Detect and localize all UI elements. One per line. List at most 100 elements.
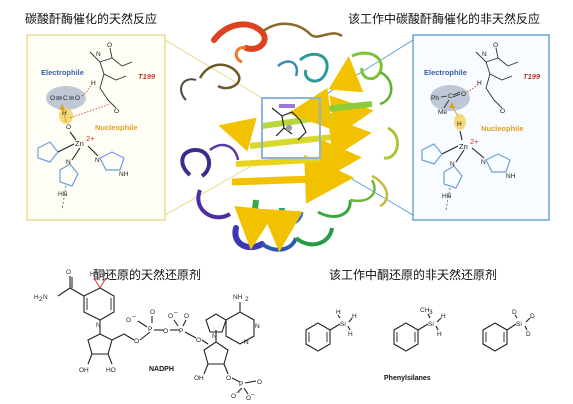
r-imidazole-right: N NH — [471, 147, 516, 180]
title-natural-reaction: 碳酸酐酶催化的天然反应 — [25, 11, 157, 26]
connector-line-right-top — [319, 39, 414, 99]
nad-amide-h2n-sub: 2 — [39, 296, 43, 303]
phenylsilane-sih3: Si H H H — [305, 309, 357, 352]
nad-adenine-nh2-sub: 2 — [245, 296, 249, 303]
nad-ribose2-o: O — [226, 375, 231, 382]
r-electrophile-label: Electrophile — [424, 68, 467, 77]
ribose-2 — [203, 341, 229, 365]
phenylsilanes-label: Phenylsilanes — [384, 375, 431, 382]
nad-p1: P — [148, 326, 152, 333]
imidazole-left — [37, 141, 75, 163]
substrate-me: Me — [438, 109, 447, 116]
substrate-ph: Ph — [431, 95, 439, 102]
nad-p3-minus-1: – — [236, 389, 240, 396]
nucleophile-label: Nucleophile — [95, 123, 138, 132]
atom-nh-im-right: NH — [119, 171, 129, 178]
imidazole-right: N NH — [87, 145, 129, 178]
unnatural-reaction-panel: O N H O T199 Electrophile Ph C O Me H Nu… — [412, 34, 550, 221]
ribose-1 — [87, 333, 113, 355]
silane1-h-right: H — [352, 313, 357, 320]
title-unnatural-reductant: 该工作中酮还原的非天然还原剂 — [329, 267, 497, 282]
nadph-structure: O H 2 N H H N OH HO O P O – O O P O – O … — [34, 269, 262, 402]
r-atom-c-ketone: C — [448, 93, 453, 100]
zinc-charge: 2+ — [86, 134, 95, 143]
adenine-6ring — [225, 311, 255, 345]
silane3-d-top: D — [512, 309, 517, 316]
nad-adenine-n9: N — [212, 333, 217, 340]
nad-p1-ominus: O — [126, 317, 131, 324]
nad-amide-o: O — [66, 269, 71, 276]
r-imidazole-left — [421, 143, 459, 165]
atom-n-im-right: N — [95, 157, 100, 164]
nad-p2: P — [179, 328, 183, 335]
active-site-box — [261, 97, 321, 159]
hydride-highlight — [454, 114, 466, 130]
phenylsilanes-structures: Si H H H Si CH 3 H H Si D D D — [305, 307, 535, 382]
nad-adenine-nh: NH — [233, 294, 243, 301]
atom-o-hydroxyl: O — [114, 108, 119, 115]
panel-frame-left — [26, 34, 166, 221]
atom-n-im-bottom: N — [66, 159, 71, 166]
atom-c-co2: C — [63, 95, 68, 102]
atom-h-hydroxide: H — [62, 110, 67, 117]
residue-label-t199: T199 — [138, 72, 156, 81]
silane1-h-top: H — [336, 309, 341, 316]
silane1-h-bottom: H — [348, 331, 353, 338]
silane2-si: Si — [428, 321, 434, 328]
r-zinc-charge: 2+ — [470, 137, 479, 146]
phenylsilane-sih2ch3: Si CH 3 H H — [393, 307, 446, 352]
atom-n-amide: N — [96, 51, 101, 58]
natural-reaction-panel: O N H O T199 Electrophile O C O H O Nucl… — [26, 34, 166, 221]
nad-adenine-n1: N — [255, 323, 260, 330]
atom-o-hydroxide: O — [66, 124, 71, 131]
imidazole-bottom: N HN — [58, 147, 81, 211]
r-residue-label-t199: T199 — [523, 72, 541, 81]
nad-p3-ominus-2: O — [246, 395, 251, 402]
nad-bridge-o2: O — [163, 328, 168, 335]
hydroxide-highlight — [59, 108, 73, 124]
silane2-ch3-sub: 3 — [429, 309, 433, 316]
protein-ribbon-structure — [164, 21, 414, 252]
r-zinc-atom: Zn — [459, 142, 468, 151]
r-atom-n-im-bottom: N — [450, 161, 455, 168]
r-atom-hn-im-bottom: HN — [442, 193, 452, 200]
atom-hn-im-bottom: HN — [58, 191, 68, 198]
nad-adenine-n3: N — [244, 339, 249, 346]
nad-p2-minus: – — [174, 309, 178, 316]
title-natural-reductant: 酮还原的天然还原剂 — [93, 267, 201, 282]
zinc-atom: Zn — [75, 139, 84, 148]
nad-p1-minus: – — [132, 313, 136, 320]
silane2-ch: CH — [420, 307, 430, 314]
nad-p3-minus-2: – — [251, 391, 255, 398]
nad-p3-ominus-1: O — [231, 393, 236, 400]
atom-o-co2-1: O — [50, 95, 55, 102]
panel-frame-right — [412, 34, 550, 221]
nad-p3-o-right: O — [257, 379, 262, 386]
nad-ribose2-oh: OH — [194, 375, 204, 382]
nad-bridge-o1: O — [134, 338, 139, 345]
nad-ribose1-ho: HO — [106, 367, 116, 374]
silane2-h-right: H — [441, 313, 446, 320]
nad-amide-n: N — [43, 294, 48, 301]
silane3-d-right: D — [530, 313, 535, 320]
r-atom-o-ketone: O — [461, 91, 466, 98]
nad-hydride-h1: H — [90, 271, 95, 278]
nad-p2-o: O — [184, 313, 189, 320]
nad-ribose1-oh: OH — [79, 367, 89, 374]
r-atom-o-hydroxyl: O — [500, 108, 505, 115]
title-unnatural-reaction: 该工作中碳酸酐酶催化的非天然反应 — [348, 11, 540, 26]
connector-line-right-bottom — [319, 159, 414, 216]
r-atom-h-amide: H — [477, 80, 482, 87]
silane1-si: Si — [340, 321, 346, 328]
r-atom-o-carbonyl: O — [493, 42, 498, 49]
co2-highlight — [46, 86, 86, 110]
silane2-h-bottom: H — [437, 331, 442, 338]
r-imidazole-bottom: N HN — [442, 149, 465, 211]
atom-o-carbonyl: O — [107, 42, 112, 49]
silane3-si: Si — [516, 321, 522, 328]
phenylsilane-sid3: Si D D D — [482, 309, 535, 352]
r-atom-h-hydride: H — [457, 121, 462, 128]
nad-p3: P — [239, 381, 243, 388]
r-atom-nh-im-right: NH — [506, 173, 516, 180]
connector-line-left-bottom — [164, 159, 263, 216]
